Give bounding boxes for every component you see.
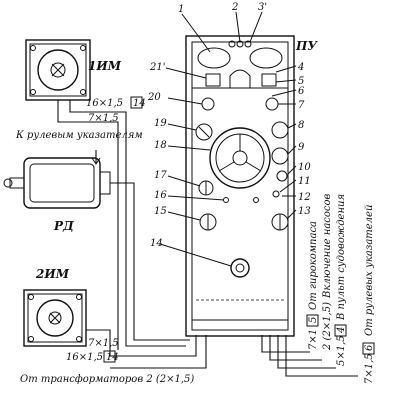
callout-7: 7 xyxy=(298,100,305,111)
label-rd: РД xyxy=(53,219,74,233)
label-console-spec: 5×1,5 xyxy=(336,335,347,366)
label-console: В пульт судовождения xyxy=(336,194,347,321)
label-1im: 1ИМ xyxy=(88,59,122,73)
label-gyro-group: 7×1 5 От гирокомпаса xyxy=(306,221,319,350)
callout-1: 1 xyxy=(178,4,184,15)
cable-2-spec: 7×1,5 xyxy=(88,113,119,124)
actuator-2im xyxy=(23,289,87,347)
cable-4-spec: 16×1,5 xyxy=(66,352,103,363)
label-gyro: От гирокомпаса xyxy=(308,221,319,310)
arrow-indicators xyxy=(91,157,101,165)
callout-21: 21' xyxy=(149,62,165,73)
callout-12: 12 xyxy=(298,192,311,203)
callout-leaders xyxy=(159,11,297,267)
cable-1-spec: 16×1,5 xyxy=(86,98,123,109)
callout-10: 10 xyxy=(298,162,311,173)
cable-3-spec: 7×1,5 xyxy=(88,338,119,349)
label-to-indicators: К рулевым указателям xyxy=(15,130,143,141)
label-pumps-group: 2 (2×1,5) Включение насосов xyxy=(322,193,333,351)
wire-console xyxy=(277,335,336,369)
callout-2: 2 xyxy=(231,2,238,13)
wire-pumps xyxy=(269,335,322,361)
wire-rudder-ind xyxy=(285,335,358,377)
label-console-tag: 4 xyxy=(336,327,347,334)
wire-1im xyxy=(57,100,119,350)
label-2im: 2ИМ xyxy=(35,267,70,281)
label-gyro-spec: 7×1 xyxy=(308,329,319,350)
label-pumps-spec: 2 (2×1,5) xyxy=(322,302,333,351)
label-rudder-ind: От рулевых указателей xyxy=(364,205,375,336)
callout-3: 3' xyxy=(258,2,267,13)
callout-13: 13 xyxy=(298,206,311,217)
rudder-drive-rd xyxy=(3,157,111,209)
callout-19: 19 xyxy=(154,118,167,129)
callout-20: 20 xyxy=(147,92,161,103)
wire-rd xyxy=(110,182,190,341)
cable-1-tag: 14 xyxy=(133,98,146,109)
wire-gyro xyxy=(261,335,310,353)
wire-transformers xyxy=(110,335,207,369)
label-from-transformers: От трансформаторов 2 (2×1,5) xyxy=(20,374,194,385)
label-rudder-ind-tag: 6 xyxy=(364,344,375,351)
cable-4-tag: 14 xyxy=(106,352,119,363)
callout-18: 18 xyxy=(154,140,167,151)
callout-14: 14 xyxy=(150,238,163,249)
callout-17: 17 xyxy=(154,170,167,181)
wire-1im-b xyxy=(69,100,186,347)
label-gyro-tag: 5 xyxy=(308,317,319,323)
callout-5: 5 xyxy=(298,76,304,87)
callout-4: 4 xyxy=(297,62,304,73)
label-pumps: Включение насосов xyxy=(322,193,333,299)
actuator-1im xyxy=(25,39,91,101)
control-panel xyxy=(185,35,295,337)
label-rudder-ind-group: 7×1,5 6 От рулевых указателей xyxy=(362,205,375,384)
label-rudder-ind-spec: 7×1,5 xyxy=(364,353,375,384)
callout-8: 8 xyxy=(298,120,304,131)
panel-label: ПУ xyxy=(295,39,318,53)
callout-15: 15 xyxy=(154,206,167,217)
callout-16: 16 xyxy=(154,190,167,201)
label-console-group: 5×1,5 4 В пульт судовождения xyxy=(334,194,347,366)
callout-11: 11 xyxy=(298,176,311,187)
callout-9: 9 xyxy=(298,142,305,153)
wire-2im xyxy=(86,329,197,357)
callout-6: 6 xyxy=(298,86,305,97)
